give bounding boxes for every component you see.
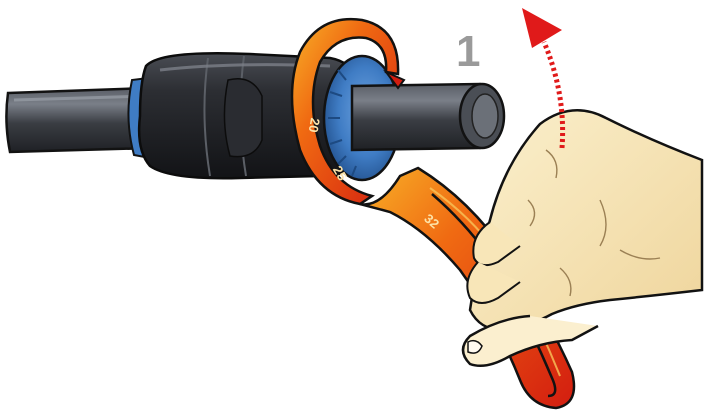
hand — [463, 110, 702, 366]
rotation-arrowhead — [522, 8, 562, 48]
fitting-cutout — [224, 79, 262, 157]
tool-size-label-20: 20 — [306, 117, 323, 134]
hand-palm — [470, 110, 702, 330]
pipe-bore — [472, 94, 498, 138]
pipe-fitting — [6, 53, 504, 180]
step-number: 1 — [456, 27, 480, 76]
